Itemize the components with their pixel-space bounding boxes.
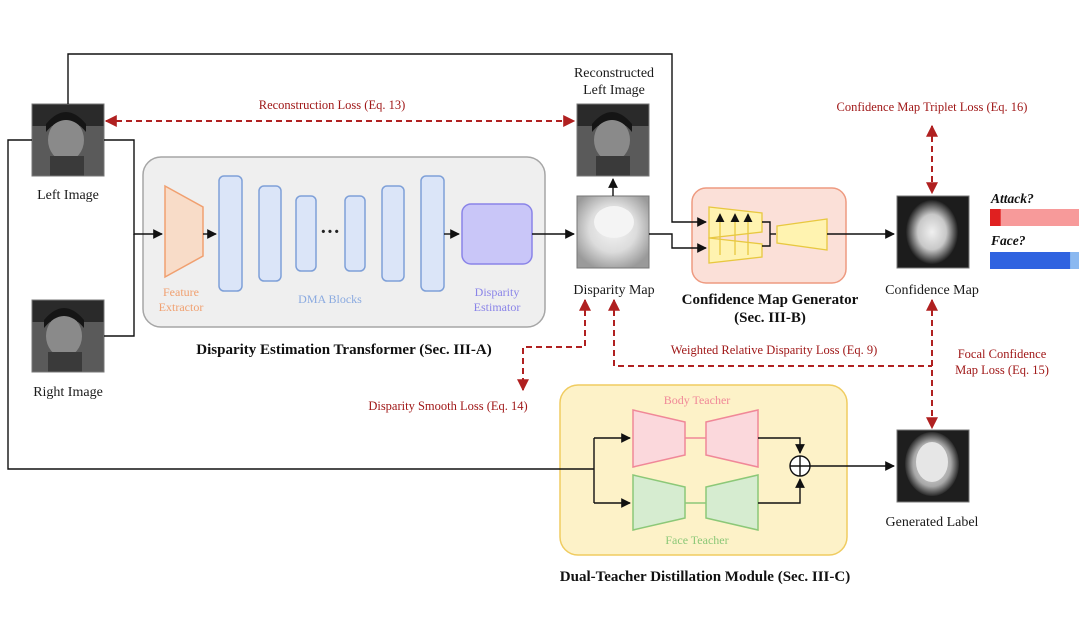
cmg-title-1: Confidence Map Generator [682, 292, 859, 308]
left-image-label: Left Image [37, 188, 99, 203]
face-score-bar [990, 252, 1079, 269]
generated-label-thumbnail [896, 429, 970, 503]
disparity-estimator-label-2: Estimator [474, 300, 521, 314]
generated-label-label: Generated Label [886, 515, 979, 530]
body-teacher [632, 409, 759, 468]
reconstruction-loss-label: Reconstruction Loss (Eq. 13) [259, 98, 406, 112]
confidence-map-label: Confidence Map [885, 283, 979, 298]
right-image-label: Right Image [33, 385, 103, 400]
sum-operator-icon [789, 455, 811, 477]
feature-extractor-label-1: Feature [163, 285, 199, 299]
focal-loss-label-2: Map Loss (Eq. 15) [955, 363, 1049, 377]
dma-block [381, 185, 405, 282]
dma-blocks [218, 175, 445, 292]
disparity-estimator-label-1: Disparity [475, 285, 520, 299]
disparity-estimator-box [461, 203, 533, 265]
reconstructed-label-1: Reconstructed [574, 66, 654, 81]
disparity-map-label: Disparity Map [573, 283, 654, 298]
right-image-thumbnail [31, 299, 105, 373]
dma-blocks-label: DMA Blocks [298, 292, 362, 306]
det-title: Disparity Estimation Transformer (Sec. I… [196, 342, 491, 358]
weighted-loss-label: Weighted Relative Disparity Loss (Eq. 9) [671, 343, 878, 357]
reconstructed-image-thumbnail [576, 103, 650, 177]
focal-loss-label-1: Focal Confidence [958, 347, 1047, 361]
dma-block [295, 195, 317, 272]
cmg-decoder [776, 218, 828, 251]
dtd-module-box [559, 384, 848, 556]
body-teacher-label: Body Teacher [664, 393, 731, 407]
dma-block [344, 195, 366, 272]
dma-block [258, 185, 282, 282]
cmg-encoder [708, 206, 763, 264]
face-teacher-label: Face Teacher [665, 533, 728, 547]
dma-block [420, 175, 445, 292]
feature-extractor-shape [164, 184, 204, 279]
face-teacher [632, 474, 759, 531]
disparity-map-thumbnail [576, 195, 650, 269]
dma-dots: ··· [320, 221, 340, 243]
dtd-title: Dual-Teacher Distillation Module (Sec. I… [560, 569, 850, 585]
feature-extractor-label-2: Extractor [159, 300, 204, 314]
reconstructed-label-2: Left Image [583, 83, 645, 98]
smooth-loss-label: Disparity Smooth Loss (Eq. 14) [368, 399, 527, 413]
cmg-title-2: (Sec. III-B) [734, 310, 806, 326]
triplet-loss-label: Confidence Map Triplet Loss (Eq. 16) [837, 100, 1028, 114]
confidence-map-thumbnail [896, 195, 970, 269]
face-label: Face? [990, 233, 1026, 248]
attack-label: Attack? [990, 191, 1034, 206]
dma-block [218, 175, 243, 292]
attack-score-bar [990, 209, 1079, 226]
left-image-thumbnail [31, 103, 105, 177]
